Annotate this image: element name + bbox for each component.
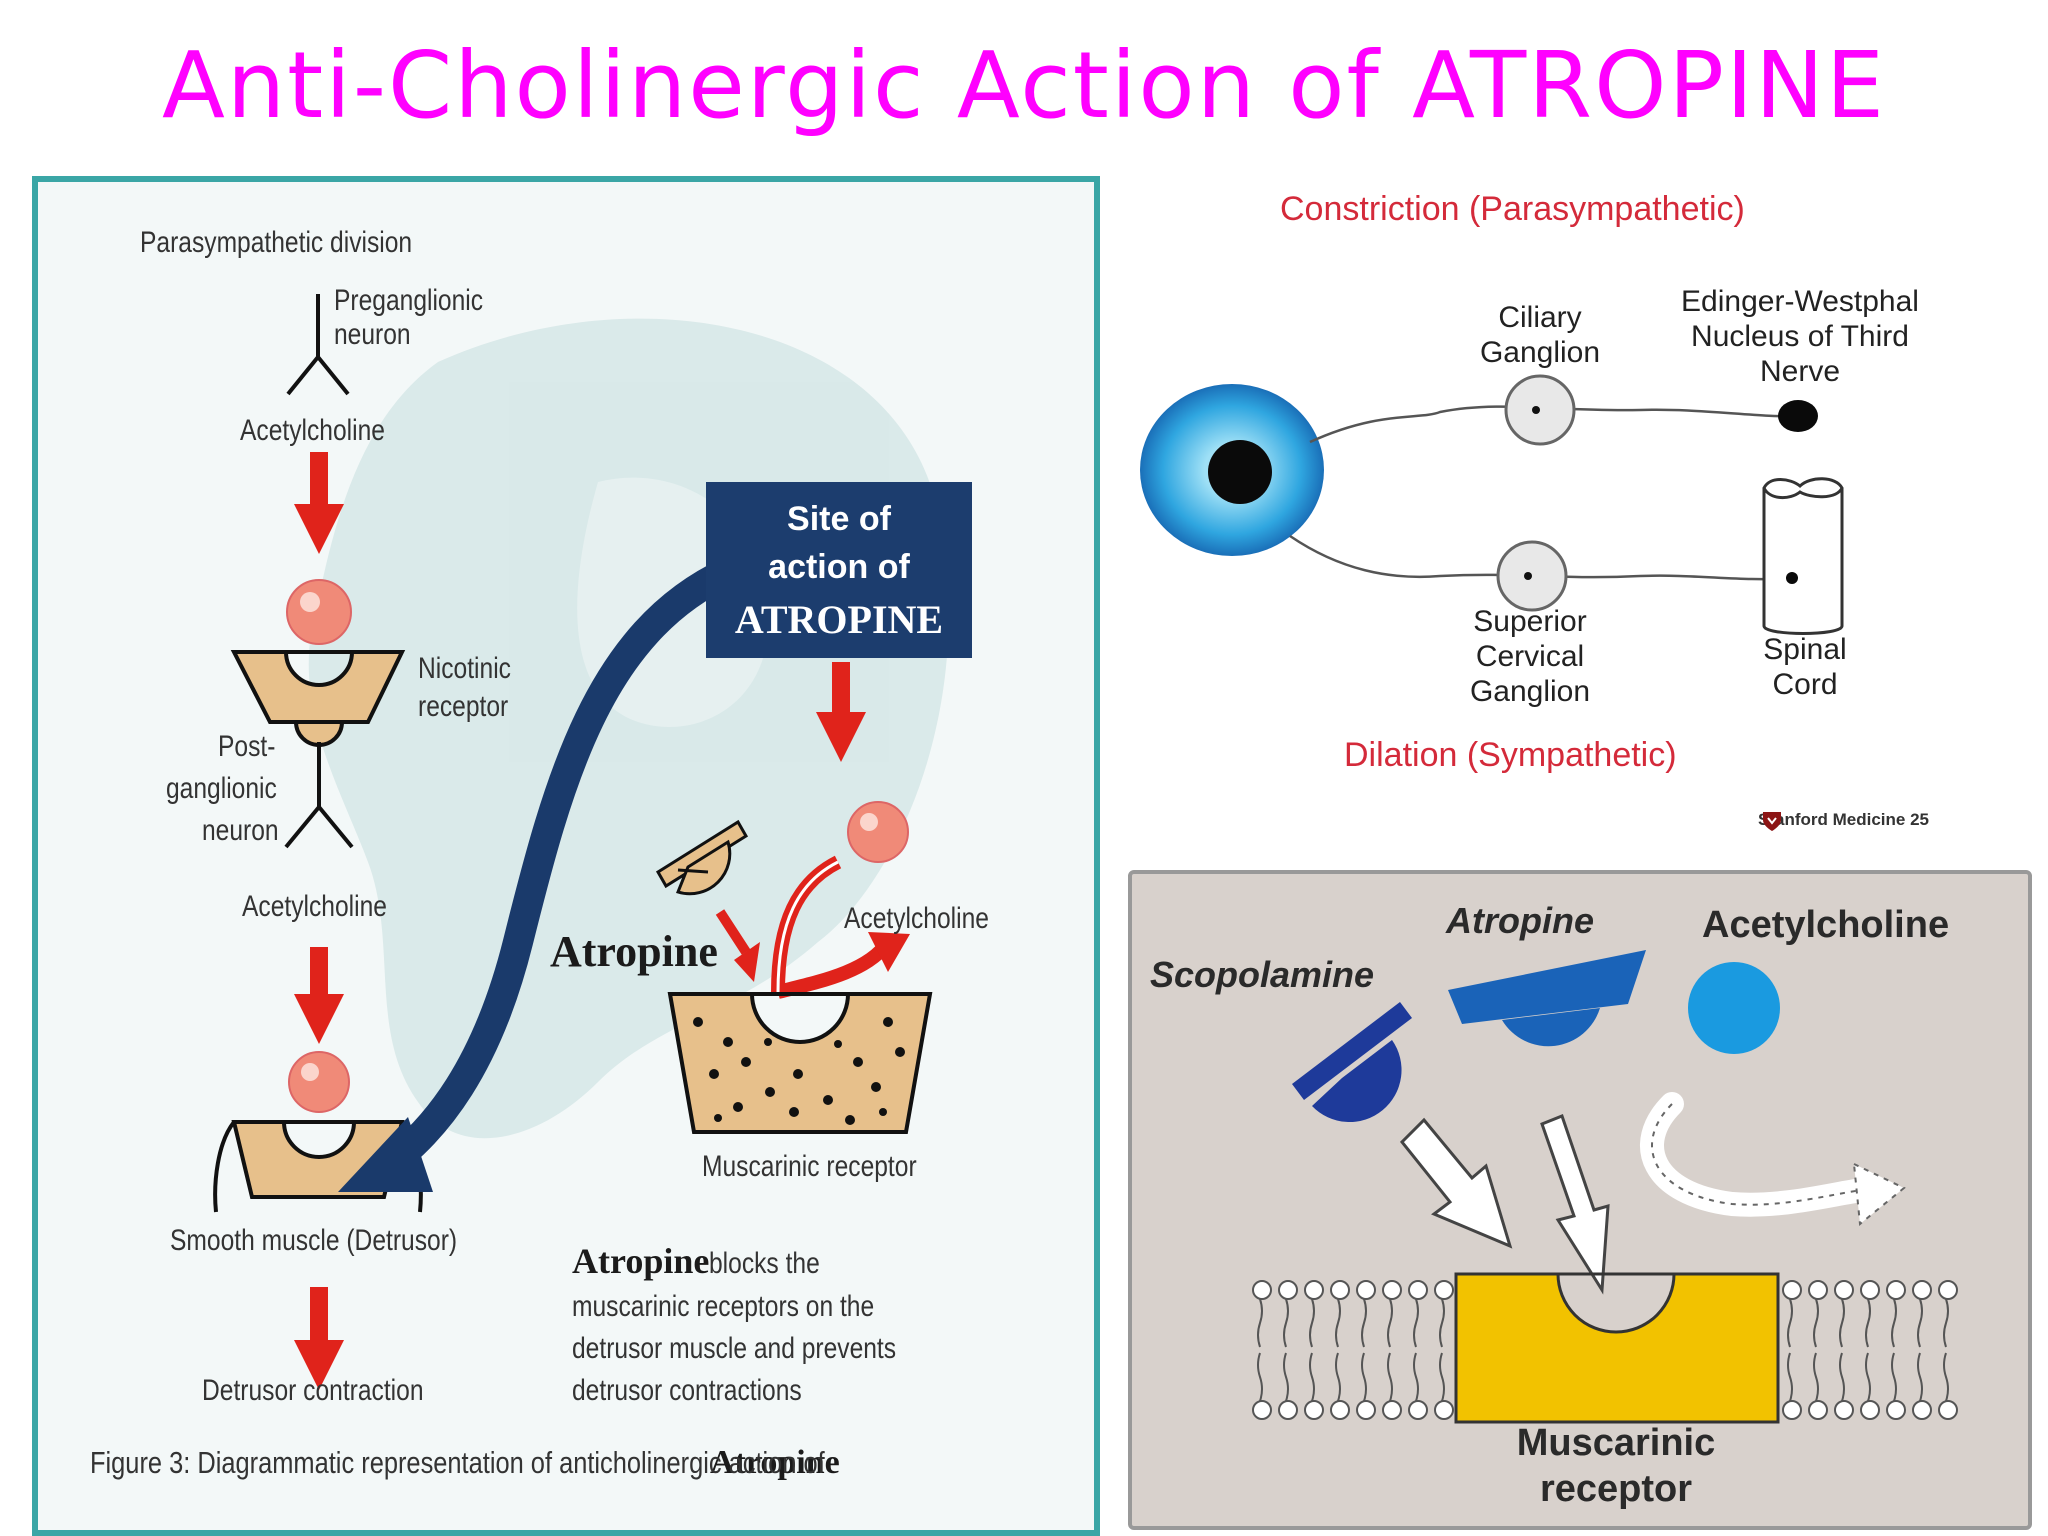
figure-caption-bold: Atropine xyxy=(710,1444,840,1481)
acetylcholine-ball-3 xyxy=(847,801,909,863)
detrusor-contraction-label: Detrusor contraction xyxy=(202,1374,424,1407)
scopolamine-molecule xyxy=(1292,1002,1412,1123)
navy-arrow-head xyxy=(338,1117,433,1192)
postganglionic-label-2: ganglionic xyxy=(166,772,277,805)
ciliary-ganglion-label: Ciliary Ganglion xyxy=(1460,300,1620,370)
pupil-innervation-panel: Constriction (Parasympathetic) Ciliary G… xyxy=(1140,180,2020,840)
stanford-credit: Stanford Medicine 25 xyxy=(1758,810,1929,829)
scopolamine-arrow xyxy=(1399,1117,1513,1249)
postganglionic-neuron xyxy=(284,720,354,849)
lipid-heads-bottom xyxy=(1252,1400,1958,1420)
navy-curved-arrow xyxy=(363,557,743,1187)
muscarinic-receptor-caption: Muscarinic receptor xyxy=(1486,1420,1746,1512)
atropine-molecule-blue xyxy=(1448,950,1646,1047)
preganglionic-label-2: neuron xyxy=(334,318,411,351)
shield-icon xyxy=(1763,812,1781,831)
figure-caption: Figure 3: Diagrammatic representation of… xyxy=(90,1444,840,1482)
acetylcholine-label-2: Acetylcholine xyxy=(242,890,387,923)
acetylcholine-molecule xyxy=(1688,962,1780,1054)
description-line-4: detrusor contractions xyxy=(572,1374,802,1407)
muscarinic-caption-2: receptor xyxy=(1539,1468,1693,1510)
preganglionic-neuron xyxy=(286,294,350,396)
acetylcholine-ball-1 xyxy=(286,579,352,645)
description-bold: Atropine xyxy=(572,1241,710,1281)
smooth-muscle-label: Smooth muscle (Detrusor) xyxy=(170,1224,458,1257)
red-arrow-2 xyxy=(294,947,344,1044)
acetylcholine-label-3: Acetylcholine xyxy=(844,902,989,935)
atropine-label: Atropine xyxy=(550,927,718,976)
pupil-innervation-diagram xyxy=(1140,374,1844,635)
spinal-cord-label: Spinal Cord xyxy=(1730,632,1880,702)
acetylcholine-label-blue: Acetylcholine xyxy=(1702,904,1950,946)
atropine-arrow xyxy=(1540,1114,1610,1295)
site-box-line-3: ATROPINE xyxy=(734,597,944,642)
receptor-dots xyxy=(693,1017,905,1125)
edinger-label-2: Nucleus of Third xyxy=(1691,320,1909,353)
atropine-label-blue: Atropine xyxy=(1446,900,1594,941)
acetylcholine-ball-2 xyxy=(288,1051,350,1113)
edinger-label-1: Edinger-Westphal xyxy=(1681,285,1919,318)
nicotinic-label-2: receptor xyxy=(418,690,509,723)
red-arrow-site xyxy=(816,662,866,762)
description-line-3: detrusor muscle and prevents xyxy=(572,1332,897,1365)
description-line-2: muscarinic receptors on the xyxy=(572,1290,875,1323)
edinger-label-3: Nerve xyxy=(1759,355,1841,388)
superior-label-3: Ganglion xyxy=(1469,675,1591,708)
dilation-label: Dilation (Sympathetic) xyxy=(1344,736,1677,774)
preganglionic-label-1: Preganglionic xyxy=(334,284,484,317)
superior-label-1: Superior xyxy=(1473,605,1587,638)
receptor-binding-diagram xyxy=(1252,950,1958,1424)
mechanism-diagram xyxy=(213,294,972,1390)
slide-title: Anti-Cholinergic Action of ATROPINE xyxy=(161,32,1887,139)
lipid-bilayer xyxy=(1252,1280,1958,1420)
ciliary-label-1: Ciliary xyxy=(1498,301,1582,334)
red-arrow-atropine xyxy=(715,909,760,982)
site-box-line-1: Site of xyxy=(787,500,891,538)
scopolamine-label: Scopolamine xyxy=(1150,954,1375,995)
superior-label-2: Cervical xyxy=(1475,640,1585,673)
lipid-tails xyxy=(1257,1298,1949,1402)
atropine-molecule xyxy=(655,819,749,896)
edinger-westphal-nucleus xyxy=(1778,400,1818,432)
postganglionic-label-3: neuron xyxy=(202,814,279,847)
muscarinic-receptor-yellow xyxy=(1454,1272,1780,1424)
lipid-heads-top xyxy=(1252,1280,1958,1300)
credit-line: Stanford Medicine 25 xyxy=(1758,810,1929,831)
constriction-label: Constriction (Parasympathetic) xyxy=(1280,190,1745,228)
figure-caption-text: Figure 3: Diagrammatic representation of… xyxy=(90,1445,825,1480)
red-arrow-3 xyxy=(294,1287,344,1390)
muscarinic-receptor-block xyxy=(667,992,933,1134)
acetylcholine-label-1: Acetylcholine xyxy=(240,414,385,447)
eye-pupil xyxy=(1208,440,1272,504)
spinal-label-1: Spinal xyxy=(1763,633,1847,666)
site-box-line-2: action of xyxy=(768,548,910,586)
description-line-1: blocks the xyxy=(709,1247,821,1280)
spinal-label-2: Cord xyxy=(1772,668,1838,701)
spinal-cord xyxy=(1762,477,1844,635)
postganglionic-label-1: Post- xyxy=(218,730,276,763)
muscarinic-receptor-label: Muscarinic receptor xyxy=(702,1150,917,1183)
atropine-mechanism-panel: Parasympathetic division Preganglionic n… xyxy=(32,176,1100,1536)
ciliary-label-2: Ganglion xyxy=(1479,336,1601,369)
edinger-westphal-label: Edinger-Westphal Nucleus of Third Nerve xyxy=(1650,284,1950,389)
site-of-action-box xyxy=(706,482,972,658)
description-block: Atropine blocks the muscarinic receptors… xyxy=(572,1240,967,1408)
red-arrow-1 xyxy=(294,452,344,554)
nicotinic-label-1: Nicotinic xyxy=(418,652,511,685)
acetylcholine-deflect-arrow xyxy=(1640,1092,1874,1217)
parasympathetic-division-label: Parasympathetic division xyxy=(140,226,413,259)
muscarinic-receptor-panel: Scopolamine Atropine Acetylcholine Musca… xyxy=(1128,870,2032,1530)
superior-cervical-label: Superior Cervical Ganglion xyxy=(1440,604,1620,709)
muscarinic-caption-1: Muscarinic xyxy=(1516,1422,1716,1464)
nicotinic-receptor xyxy=(230,650,406,724)
